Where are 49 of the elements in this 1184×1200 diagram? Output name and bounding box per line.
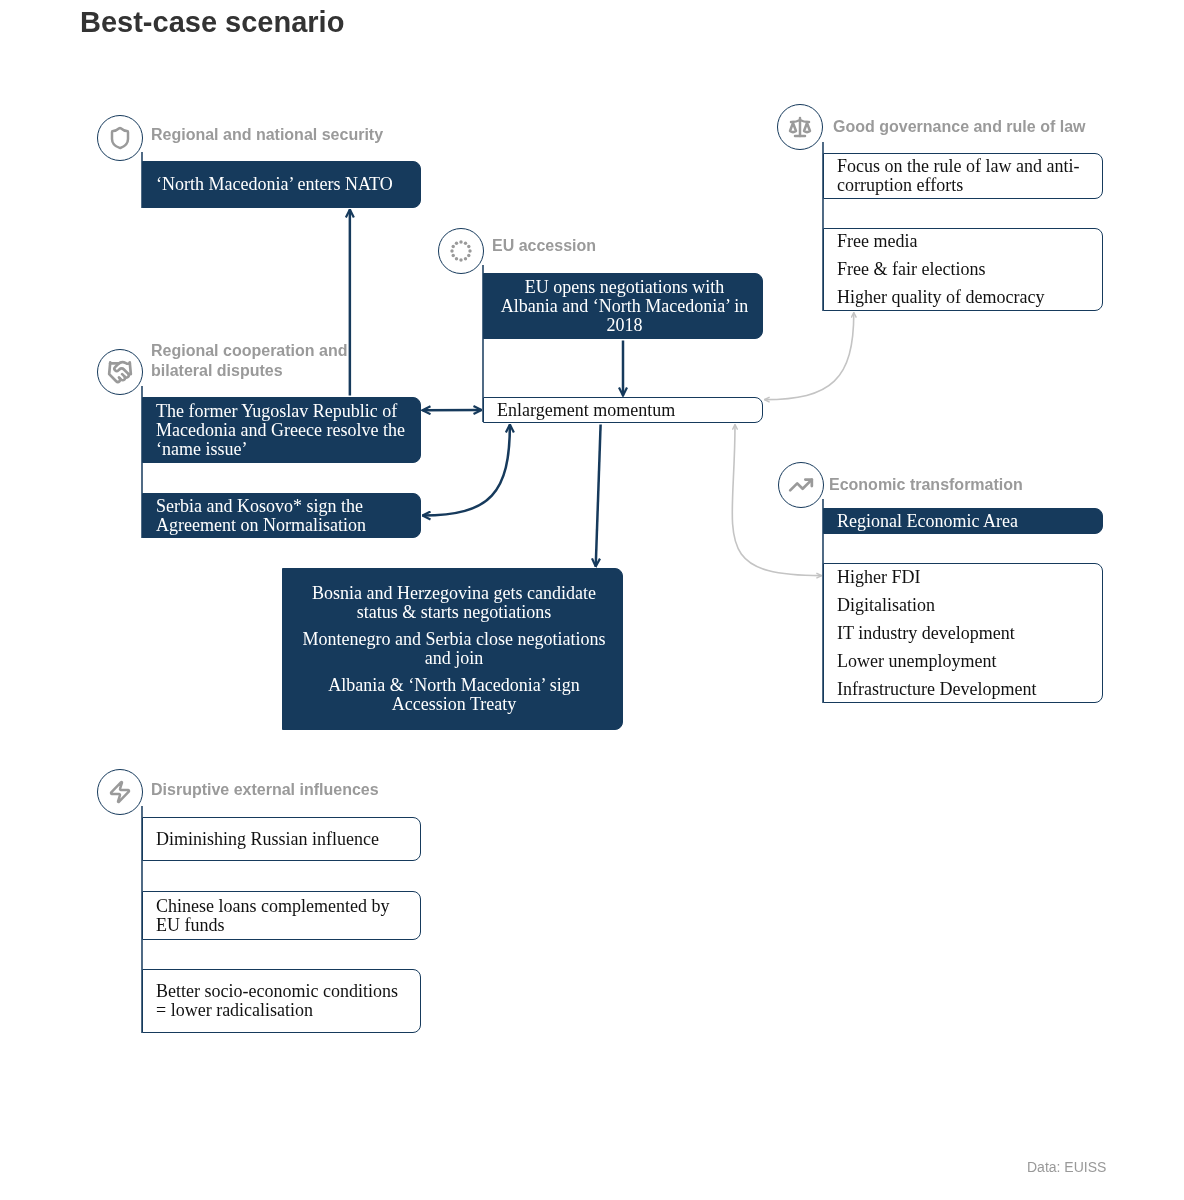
box-text: Regional Economic Area [837,511,1019,531]
box-text: Lower unemployment [837,651,998,671]
box-text: Enlargement momentum [497,400,677,420]
box-text: Focus on the rule of law and anti- corruption efforts [837,157,1081,195]
box-text: Free & fair elections [837,260,987,279]
arrow [421,404,483,416]
title: Best-case scenario [80,6,345,39]
box-text: Albania & ‘North Macedonia’ sign Accession Treaty [327,676,581,714]
outlined-box [142,969,421,1033]
outlined-box [142,891,421,940]
box-text: Diminishing Russian influence [156,829,380,849]
group-heading: Regional cooperation and bilateral disputes [151,341,349,381]
group-heading: Economic transformation [829,475,1024,495]
filled-box [142,397,421,463]
filled-box [142,493,421,538]
group-heading: EU accession [492,236,598,256]
filled-box [282,568,623,730]
box-text: Digitalisation [837,595,936,615]
filled-box [823,508,1103,534]
box-text: IT industry development [837,623,1016,643]
outlined-box [823,563,1103,703]
outlined-box [142,817,421,861]
box-text: Higher FDI [837,567,922,587]
group-heading: Regional and national security [151,125,385,145]
arrow [731,423,823,579]
outlined-box [823,153,1103,199]
box-text: Bosnia and Herzegovina gets candidate status & starts negotiations [311,584,597,622]
box-text: Montenegro and Serbia close negotiations and join [301,630,607,668]
outlined-box [823,228,1103,311]
box-text: The former Yugoslav Republic of Macedonia and Greece resolve the ‘name issue’ [156,401,406,459]
group-heading: Good governance and rule of law [833,117,1087,137]
box-text: Better socio-economic conditions = lower radicalisation [156,982,399,1020]
box-text: Serbia and Kosovo* sign the Agreement on Normalisation [156,496,367,535]
group-heading: Disruptive external influences [151,780,380,800]
arrow [421,423,515,521]
box-text: EU opens negotiations with Albania and ‘North Macedonia’ in 2018 [499,277,750,335]
arrow [617,340,629,397]
outlined-box [483,397,763,423]
filled-box [483,273,763,339]
arrow [590,424,602,568]
filled-box [142,161,421,208]
arrow [763,311,857,403]
source-note: Data: EUISS [1027,1159,1108,1175]
box-text: Infrastructure Development [837,679,1038,699]
box-text: Higher quality of democracy [837,288,1046,307]
box-text: Chinese loans complemented by EU funds [156,896,391,935]
box-text: ‘North Macedonia’ enters NATO [156,175,394,194]
arrow [344,208,355,396]
box-text: Free media [837,232,919,251]
